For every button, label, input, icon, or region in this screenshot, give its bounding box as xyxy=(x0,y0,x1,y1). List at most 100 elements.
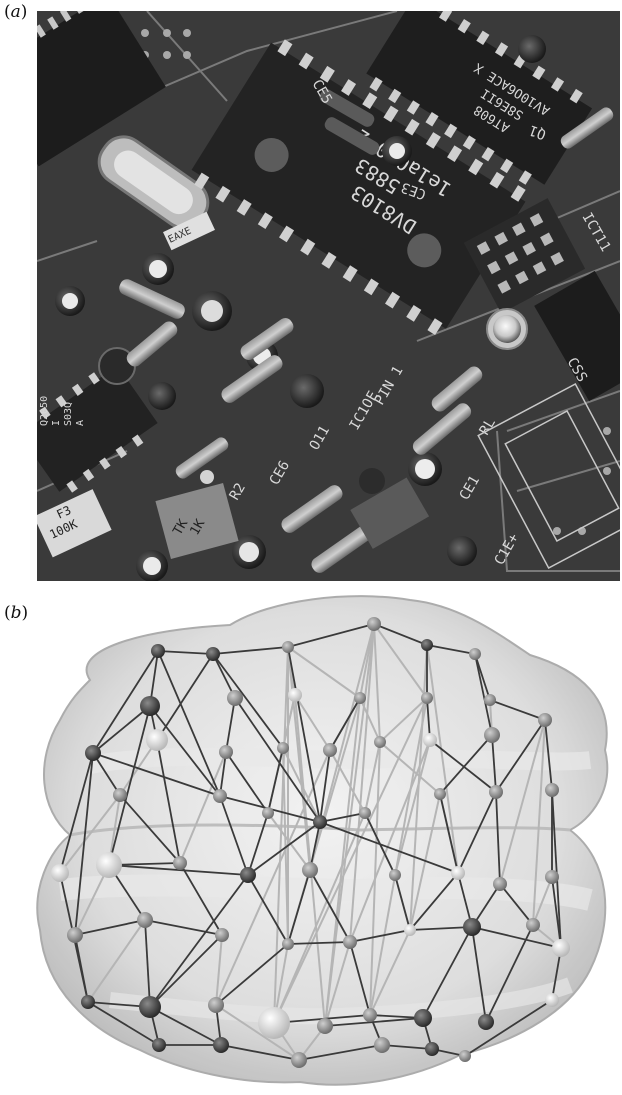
panel-label-b-close: ) xyxy=(21,603,29,623)
network-edge-dark-49 xyxy=(422,926,473,1019)
transistor-right xyxy=(534,270,620,402)
panel-label-a-letter: a xyxy=(10,2,21,22)
network-node-4 xyxy=(421,639,433,651)
silk-r2: R2 xyxy=(227,480,249,503)
network-node-9 xyxy=(354,692,366,704)
network-node-22 xyxy=(213,789,227,803)
network-edge-dark-46 xyxy=(149,874,249,1008)
network-node-17 xyxy=(374,736,386,748)
network-edge-dark-18 xyxy=(381,1044,433,1050)
network-edge-dark-69 xyxy=(108,864,249,876)
network-edge-dark-57 xyxy=(119,794,181,864)
network-edge-dark-14 xyxy=(87,1001,160,1046)
network-edge-light-47 xyxy=(179,751,227,864)
network-node-35 xyxy=(451,866,465,880)
network-edge-light-2 xyxy=(294,694,331,751)
network-edge-light-56 xyxy=(324,941,351,1027)
panel-label-a-open: ( xyxy=(4,2,11,22)
network-edge-dark-2 xyxy=(287,623,375,648)
network-edge-dark-13 xyxy=(74,934,89,1003)
network-edge-light-23 xyxy=(369,697,428,1016)
network-edge-dark-32 xyxy=(179,862,223,936)
network-edge-dark-23 xyxy=(491,734,497,793)
crystal-oscillator xyxy=(97,135,210,230)
network-edge-dark-31 xyxy=(156,739,181,864)
network-edge-dark-68 xyxy=(247,821,321,876)
network-edge-dark-45 xyxy=(247,812,269,876)
network-node-54 xyxy=(478,1014,494,1030)
network-node-3 xyxy=(367,617,381,631)
network-edge-dark-52 xyxy=(156,653,214,741)
network-node-47 xyxy=(81,995,95,1009)
network-node-45 xyxy=(526,918,540,932)
network-edge-light-4 xyxy=(329,749,366,814)
network-edge-dark-91 xyxy=(364,812,396,876)
network-edge-dark-48 xyxy=(457,872,473,928)
capacitors xyxy=(55,35,546,581)
network-node-27 xyxy=(489,785,503,799)
panel-label-b: (b) xyxy=(4,603,28,623)
network-node-42 xyxy=(343,935,357,949)
network-node-29 xyxy=(51,864,69,882)
network-edge-dark-51 xyxy=(157,650,221,797)
network-edge-dark-79 xyxy=(324,1017,424,1027)
network-edge-dark-71 xyxy=(212,653,284,749)
network-node-26 xyxy=(434,788,446,800)
network-edge-dark-0 xyxy=(157,650,214,655)
network-edge-light-50 xyxy=(215,934,223,1006)
network-edge-dark-64 xyxy=(499,883,534,926)
network-edge-dark-16 xyxy=(220,1044,300,1061)
network-edge-dark-84 xyxy=(144,919,223,936)
network-node-11 xyxy=(484,694,496,706)
network-node-59 xyxy=(374,1037,390,1053)
resistors xyxy=(119,89,614,573)
network-edge-dark-56 xyxy=(92,752,121,796)
network-edge-dark-74 xyxy=(426,697,431,741)
network-edge-dark-4 xyxy=(426,644,476,655)
network-edge-dark-75 xyxy=(429,739,497,793)
chip-topleft xyxy=(37,11,166,167)
silk-rl: RL xyxy=(477,415,499,438)
main-chip: DV8103 5883 1e1a010 2 xyxy=(191,39,526,335)
network-node-49 xyxy=(208,997,224,1013)
network-node-7 xyxy=(227,690,243,706)
small-chip-text-4: A xyxy=(75,420,86,426)
network-edge-dark-72 xyxy=(267,747,284,814)
network-node-31 xyxy=(173,856,187,870)
network-edge-dark-47 xyxy=(319,821,459,874)
network-node-13 xyxy=(146,729,168,751)
network-node-56 xyxy=(152,1038,166,1052)
network-node-19 xyxy=(484,727,500,743)
network-edge-dark-60 xyxy=(439,793,459,874)
panel-label-a-close: ) xyxy=(20,2,28,22)
network-node-15 xyxy=(277,742,289,754)
network-edge-dark-11 xyxy=(74,752,94,936)
network-node-30 xyxy=(96,852,122,878)
silk-outlines xyxy=(477,382,620,570)
brain-network-render xyxy=(30,590,620,1090)
panel-label-a: (a) xyxy=(4,2,27,22)
network-node-5 xyxy=(469,648,481,660)
silk-f3: F3 xyxy=(54,503,73,522)
network-node-51 xyxy=(317,1018,333,1034)
network-edge-dark-17 xyxy=(298,1044,383,1061)
silk-1k: 1K xyxy=(187,517,208,538)
brain-surface xyxy=(36,595,609,1086)
network-edge-dark-90 xyxy=(409,872,459,931)
network-node-61 xyxy=(459,1050,471,1062)
network-edge-dark-85 xyxy=(287,941,351,945)
network-edge-dark-6 xyxy=(92,650,159,754)
network-edge-dark-24 xyxy=(495,791,501,885)
network-edge-light-21 xyxy=(349,623,375,943)
small-chip-text: Q2050 I S03Q A xyxy=(39,396,86,426)
network-node-32 xyxy=(240,867,256,883)
network-edge-dark-66 xyxy=(329,697,361,751)
small-chip-text-2: I xyxy=(51,420,62,426)
network-node-10 xyxy=(421,692,433,704)
network-edge-dark-33 xyxy=(149,934,223,1008)
network-edge-dark-77 xyxy=(149,1006,222,1046)
network-edge-dark-92 xyxy=(394,874,411,931)
network-edge-light-5 xyxy=(379,741,441,795)
circuit-board-drawing: DV8103 5883 1e1a010 2 AT608 S8E6II AV10O… xyxy=(37,11,620,581)
network-edge-light-49 xyxy=(87,919,146,1003)
